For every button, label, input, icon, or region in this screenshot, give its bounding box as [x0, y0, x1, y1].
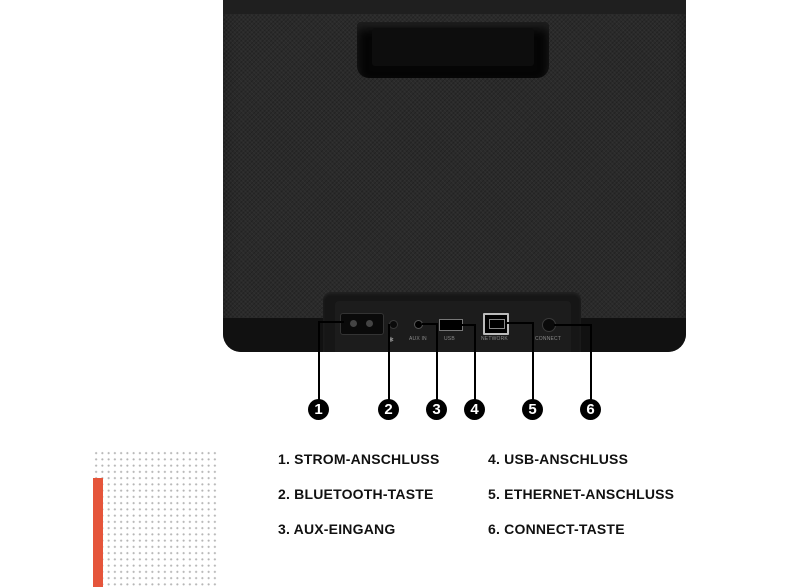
accent-bar	[93, 478, 103, 587]
power-pin	[350, 320, 357, 327]
callout-6: 6	[580, 399, 601, 420]
leader-line-3	[436, 323, 438, 403]
network-label: NETWORK	[481, 336, 508, 342]
legend-item-aux: 3. AUX-EINGANG	[278, 521, 396, 537]
bluetooth-button	[389, 320, 398, 329]
callout-1: 1	[308, 399, 329, 420]
usb-label: USB	[444, 336, 455, 342]
leader-line-5	[532, 322, 534, 403]
legend-item-power: 1. STROM-ANSCHLUSS	[278, 451, 440, 467]
power-pin	[366, 320, 373, 327]
callout-3: 3	[426, 399, 447, 420]
leader-line-5	[506, 322, 534, 324]
bluetooth-icon: ✱	[388, 337, 395, 344]
dot-pattern	[93, 450, 218, 587]
power-port	[340, 313, 384, 335]
callout-4: 4	[464, 399, 485, 420]
speaker-top	[223, 0, 686, 14]
connect-label: CONNECT	[535, 336, 562, 342]
leader-line-3	[422, 323, 438, 325]
leader-line-1	[318, 321, 320, 403]
callout-5: 5	[522, 399, 543, 420]
leader-line-4	[460, 324, 476, 326]
legend-item-connect: 6. CONNECT-TASTE	[488, 521, 625, 537]
leader-line-4	[474, 324, 476, 403]
legend-item-ethernet: 5. ETHERNET-ANSCHLUSS	[488, 486, 675, 502]
legend-item-bluetooth: 2. BLUETOOTH-TASTE	[278, 486, 434, 502]
network-port	[483, 313, 509, 335]
aux-in-label: AUX IN	[409, 336, 427, 342]
leader-line-6	[590, 324, 592, 403]
leader-line-1	[318, 321, 344, 323]
callout-2: 2	[378, 399, 399, 420]
speaker-handle-recess	[372, 28, 534, 66]
leader-line-2	[388, 324, 390, 403]
leader-line-6	[554, 324, 592, 326]
legend-item-usb: 4. USB-ANSCHLUSS	[488, 451, 629, 467]
